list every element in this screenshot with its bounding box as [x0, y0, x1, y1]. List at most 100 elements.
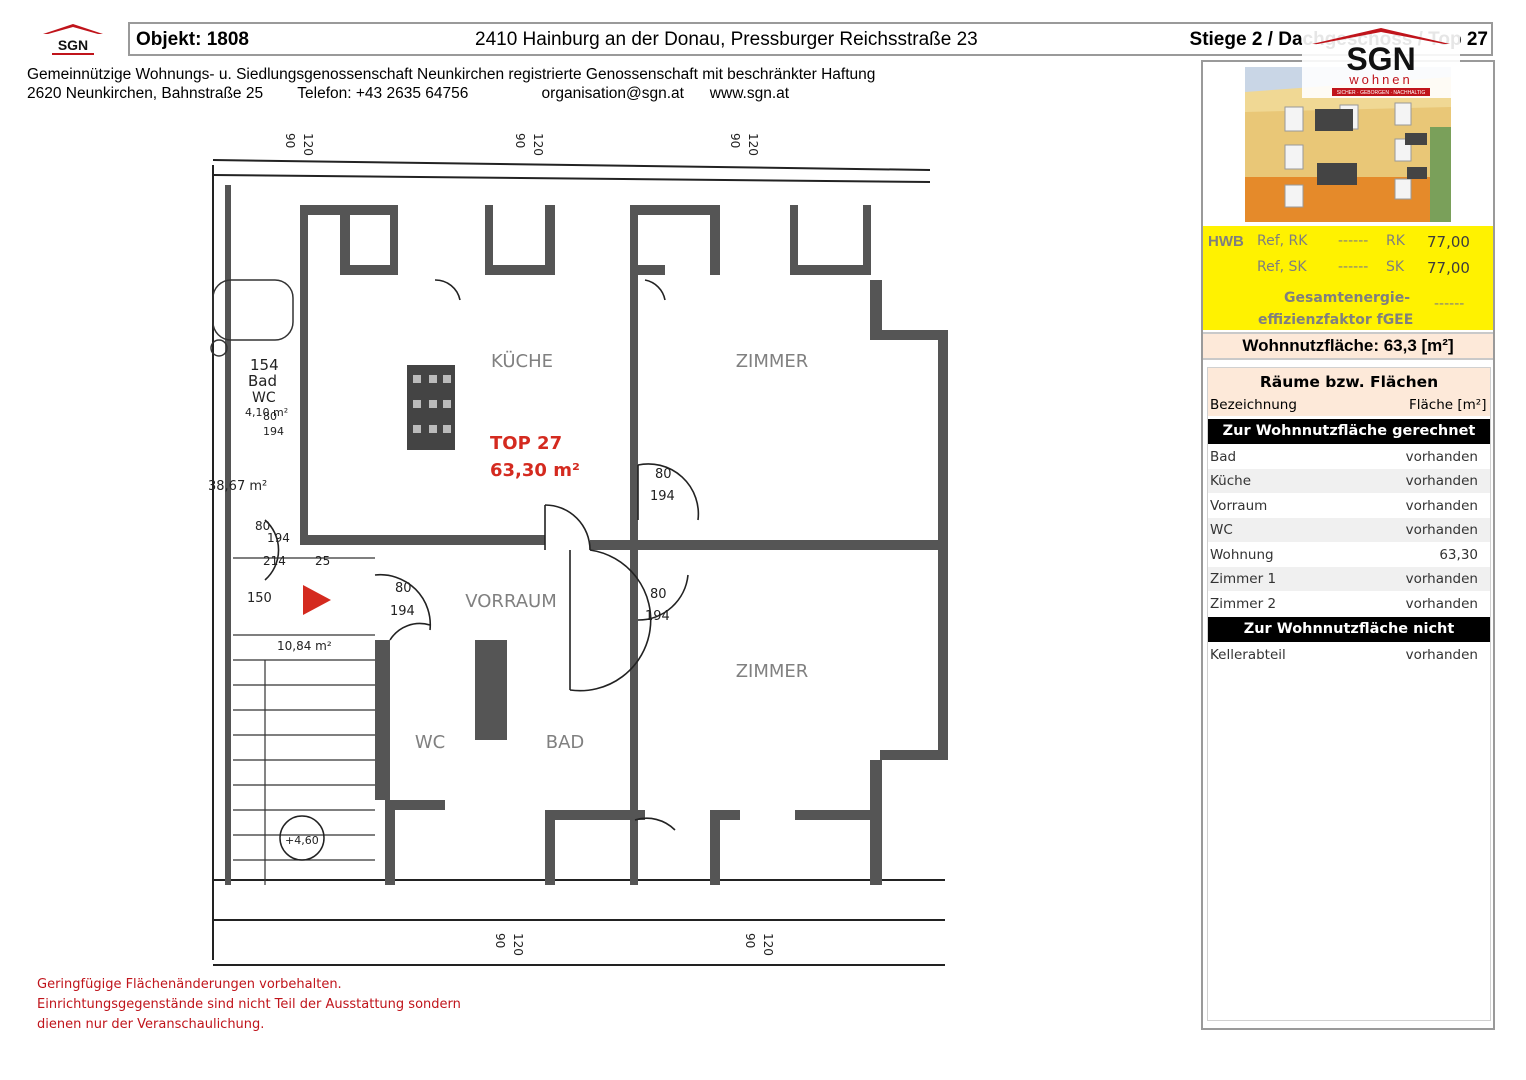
room-value: 63,30: [1439, 547, 1478, 563]
hand-m25: 25: [315, 554, 330, 568]
room-value: vorhanden: [1405, 647, 1478, 663]
table-row: Zimmer 2 vorhanden: [1208, 592, 1490, 616]
sgn-logo-small: SGN: [43, 24, 103, 55]
apartment-top-label: TOP 27: [490, 433, 563, 454]
hand-door3-h: 194: [645, 609, 670, 624]
hand-door2-w: 80: [655, 467, 672, 482]
rk-value: 77,00: [1427, 233, 1470, 251]
living-area-box: [1203, 332, 1493, 360]
rooms-table-header: [1208, 368, 1490, 416]
sgn-logo: SGN wohnen SICHER · GEBORGEN · NACHHALTI…: [1302, 26, 1460, 98]
room-label-vorraum: VORRAUM: [465, 591, 556, 612]
room-name: Zimmer 1: [1210, 571, 1277, 587]
room-name: Küche: [1210, 473, 1252, 489]
hand-win2-h: 120: [531, 133, 545, 156]
room-label-zimmer-bottom: ZIMMER: [736, 661, 809, 682]
room-value: vorhanden: [1405, 571, 1478, 587]
ref-sk-label: Ref, SK: [1257, 259, 1307, 275]
apartment-area-label: 63,30 m²: [490, 460, 580, 481]
floor-plan: KÜCHE ZIMMER VORRAUM ZIMMER WC BAD 154 B…: [208, 133, 948, 966]
table-row: Küche vorhanden: [1208, 469, 1490, 493]
table-row: Vorraum vorhanden: [1208, 494, 1490, 518]
room-value: vorhanden: [1405, 522, 1478, 538]
hand-win1-h: 120: [301, 133, 315, 156]
energy-certificate-box: [1203, 226, 1493, 330]
room-value: vorhanden: [1405, 596, 1478, 612]
fgee-label-2: effizienzfaktor fGEE: [1258, 312, 1414, 328]
entrance-arrow-icon: [303, 585, 331, 615]
ref-rk-label: Ref, RK: [1257, 233, 1308, 249]
hand-door4-h: 194: [267, 531, 290, 545]
hand-door4-w: 80: [255, 519, 270, 533]
rooms-table: [1207, 367, 1491, 1021]
hand-win2-w: 90: [513, 133, 527, 148]
room-label-zimmer-top: ZIMMER: [736, 351, 809, 372]
header-bar: [128, 22, 1493, 56]
sk-label: SK: [1386, 259, 1405, 275]
stiege-label: Stiege 2: [1189, 29, 1263, 50]
hand-win3-w: 90: [728, 133, 742, 148]
sgn-logo-sub: wohnen: [1348, 72, 1413, 87]
disclaimer-line-2: Einrichtungsgegenstände sind nicht Teil …: [37, 997, 461, 1012]
room-label-bad: BAD: [546, 732, 585, 753]
table-row: WC vorhanden: [1208, 518, 1490, 542]
hand-win4-w: 90: [493, 933, 507, 948]
room-value: vorhanden: [1405, 498, 1478, 514]
room-name: Bad: [1210, 449, 1237, 465]
hand-door2-h: 194: [650, 489, 675, 504]
table-row: Kellerabteil vorhanden: [1208, 643, 1490, 667]
hand-bad-area: 4,10 m²: [245, 406, 288, 419]
section-not-counted: Zur Wohnnutzfläche nicht gerechnet: [1208, 617, 1490, 662]
hand-win4-h: 120: [511, 933, 525, 956]
room-value: vorhanden: [1405, 473, 1478, 489]
section-counted: Zur Wohnnutzfläche gerechnet: [1208, 419, 1490, 444]
column-header-area: Fläche [m²]: [1409, 397, 1487, 413]
room-name: Kellerabteil: [1210, 647, 1286, 663]
rk-label: RK: [1386, 233, 1405, 249]
table-row: Bad vorhanden: [1208, 445, 1490, 469]
hand-door5-w: 80: [263, 410, 277, 423]
living-area: Wohnnutzfläche: 63,3 [m²]: [1242, 336, 1454, 355]
ref-sk-dashes: ------: [1338, 259, 1369, 275]
sgn-logo-tagline: SICHER · GEBORGEN · NACHHALTIG: [1337, 90, 1426, 96]
fgee-label-1: Gesamtenergie-: [1284, 290, 1411, 306]
hand-bad-word: Bad: [248, 372, 277, 390]
hand-win5-w: 90: [743, 933, 757, 948]
room-name: Wohnung: [1210, 547, 1274, 563]
hand-win1-w: 90: [283, 133, 297, 148]
room-value: vorhanden: [1405, 449, 1478, 465]
disclaimer: Geringfügige Flächenänderungen vorbehalt…: [37, 975, 461, 1035]
objekt-number: Objekt: 1808: [136, 29, 249, 50]
sgn-logo-text: SGN: [1346, 41, 1415, 77]
hand-level: +4,60: [285, 834, 319, 847]
rooms-title: Räume bzw. Flächen: [1259, 373, 1439, 391]
hand-door3-w: 80: [650, 587, 667, 602]
hand-win5-h: 120: [761, 933, 775, 956]
disclaimer-line-1: Geringfügige Flächenänderungen vorbehalt…: [37, 977, 342, 992]
room-name: Zimmer 2: [1210, 596, 1277, 612]
hand-door5-h: 194: [263, 425, 284, 438]
sgn-logo-small-text: SGN: [58, 37, 88, 53]
hand-bad-num: 154: [250, 356, 279, 374]
property-address: 2410 Hainburg an der Donau, Pressburger …: [475, 29, 978, 50]
fgee-value: ------: [1434, 296, 1465, 312]
room-name: Vorraum: [1210, 498, 1268, 514]
company-name: Gemeinnützige Wohnungs- u. Siedlungsgeno…: [27, 66, 876, 83]
company-contact: 2620 Neunkirchen, Bahnstraße 25 Telefon:…: [27, 85, 790, 102]
disclaimer-line-3: dienen nur der Veranschaulichung.: [37, 1017, 265, 1032]
hand-door1-w: 80: [395, 581, 412, 596]
room-name: WC: [1210, 522, 1233, 538]
column-header-name: Bezeichnung: [1210, 397, 1297, 413]
hwb-label: HWB: [1208, 233, 1244, 250]
hand-door1-h: 194: [390, 604, 415, 619]
hand-m150: 150: [247, 591, 272, 606]
hand-win3-h: 120: [746, 133, 760, 156]
room-label-kueche: KÜCHE: [491, 350, 553, 372]
hand-m214: 214: [263, 554, 286, 568]
hand-area-left: 38,67 m²: [208, 479, 267, 494]
hand-stair-area: 10,84 m²: [277, 639, 332, 653]
ref-rk-dashes: ------: [1338, 233, 1369, 249]
table-row: Wohnung 63,30: [1208, 543, 1490, 567]
hand-bad-wc: WC: [252, 390, 276, 406]
room-label-wc: WC: [415, 732, 445, 753]
